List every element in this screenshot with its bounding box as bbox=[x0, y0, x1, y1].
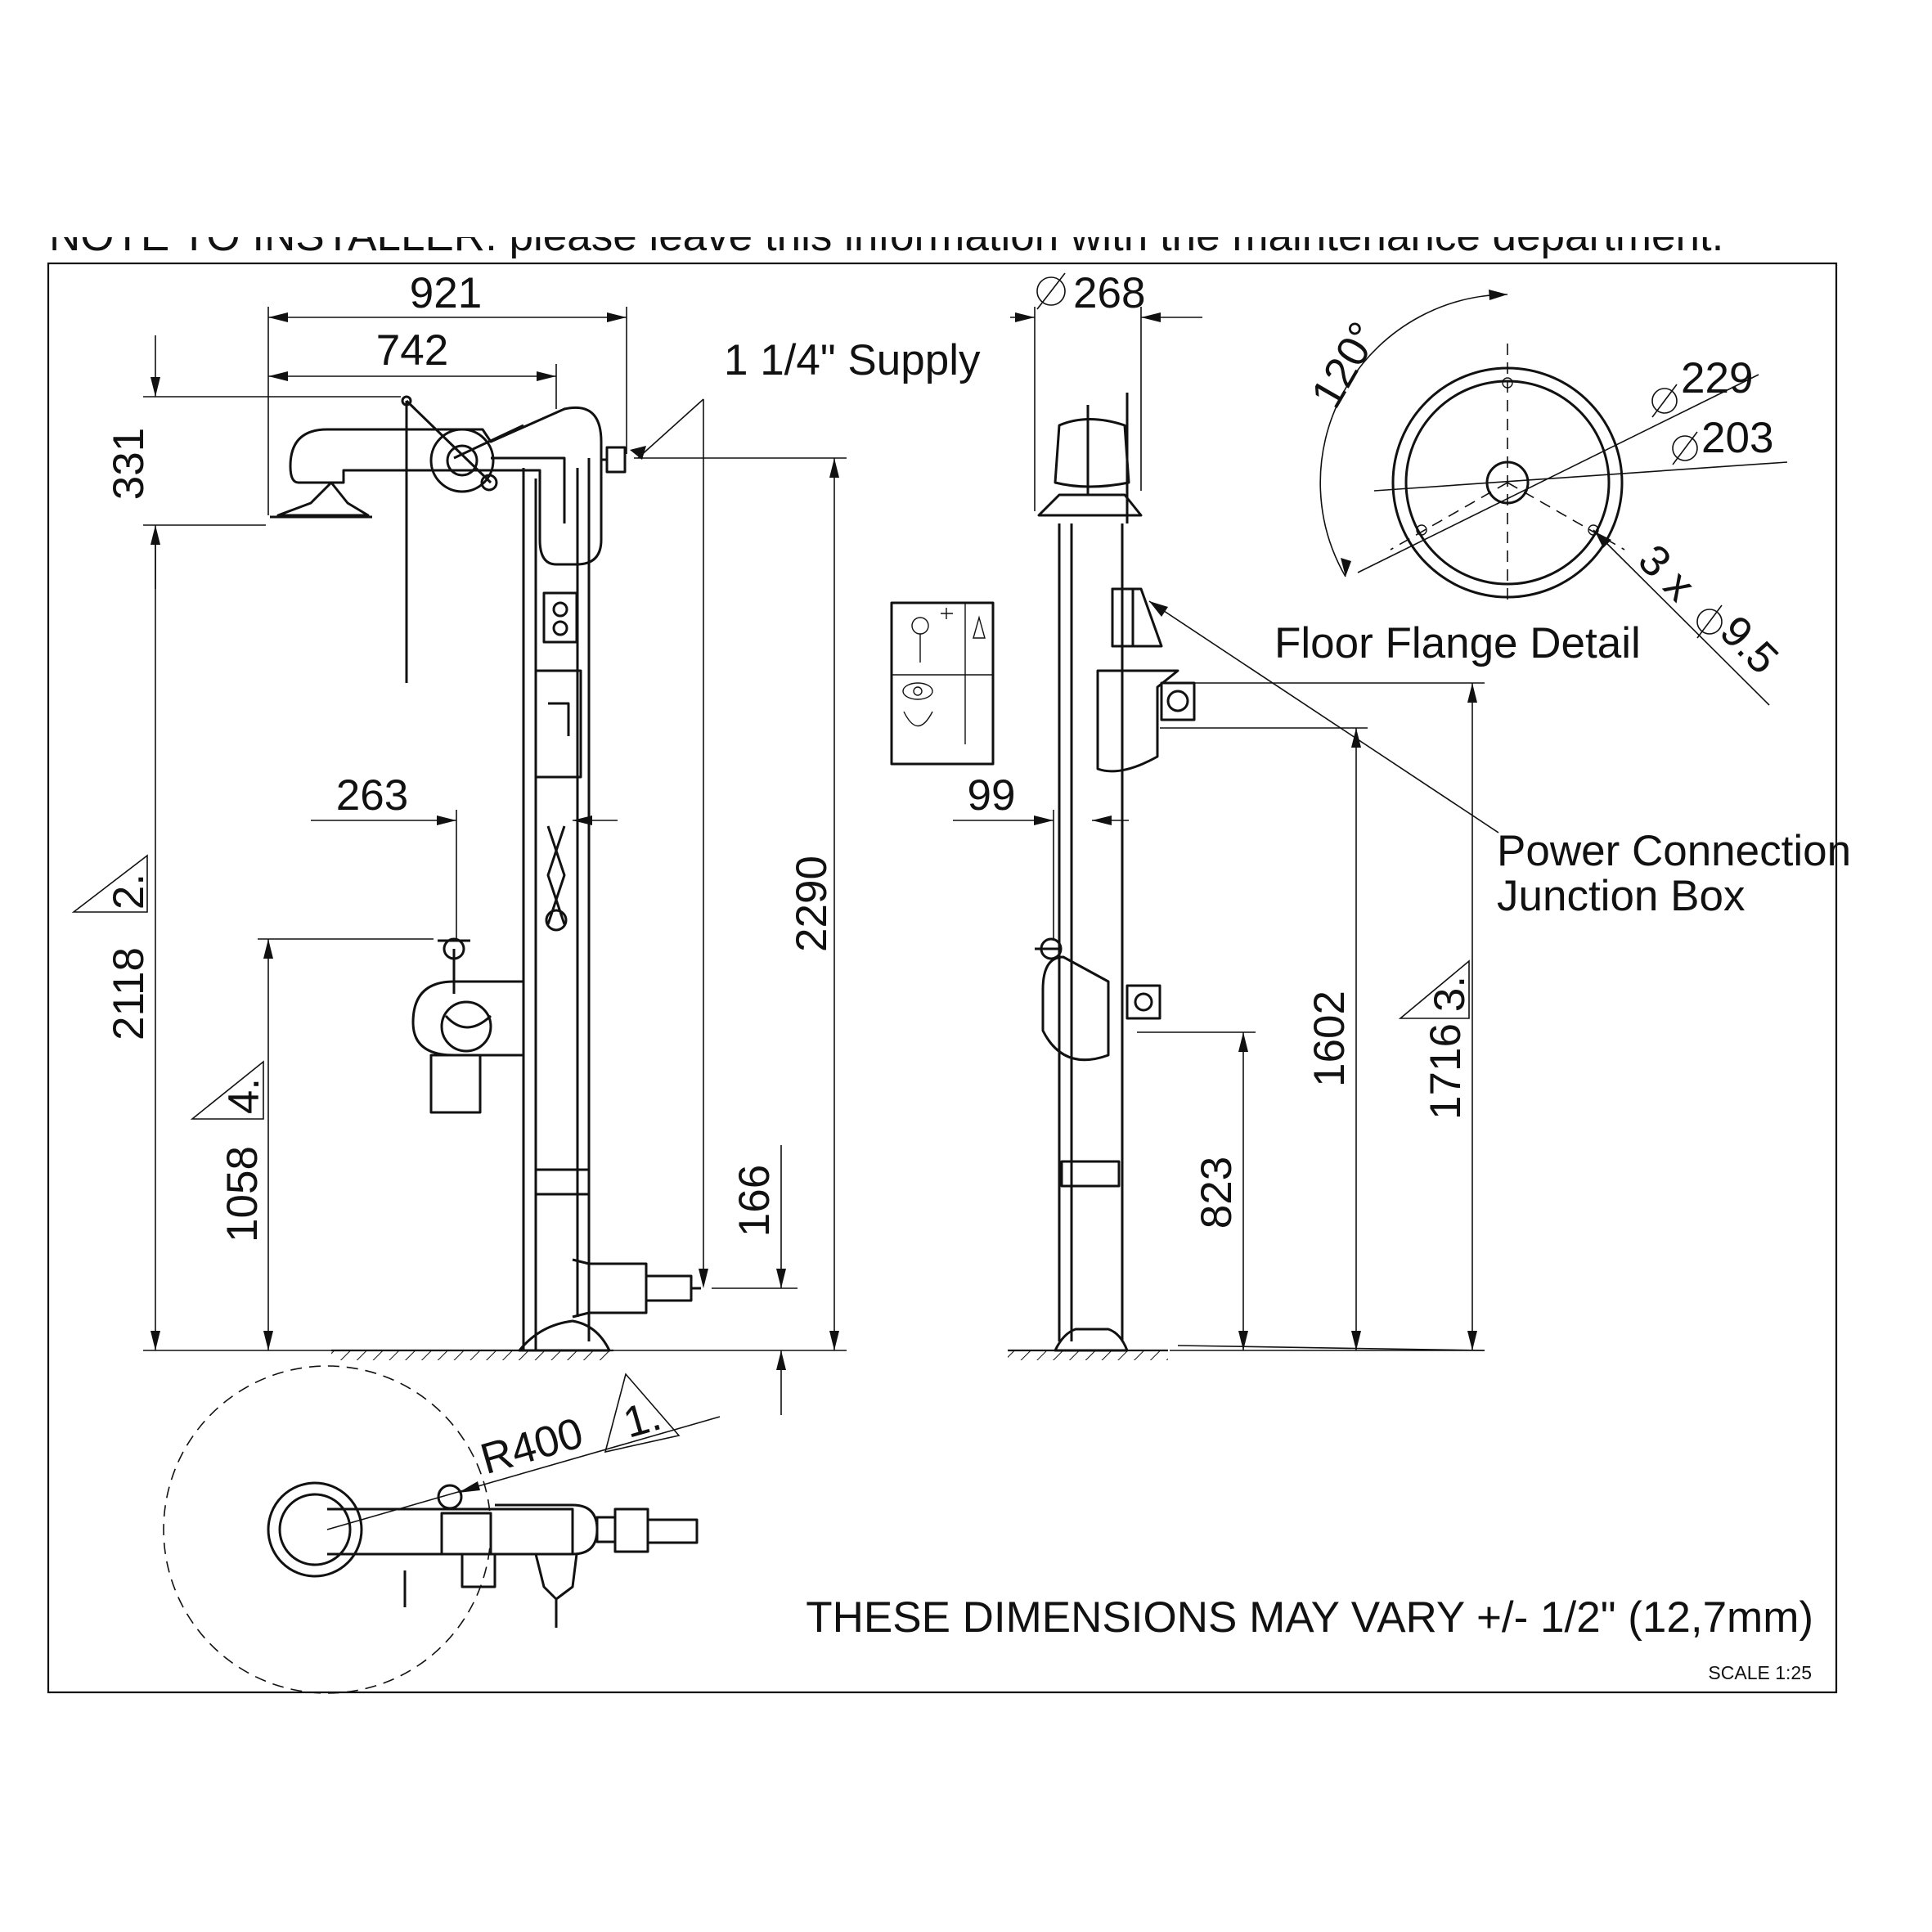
junction-box-label: Junction Box bbox=[1497, 872, 1745, 920]
floor-flange-detail: 120° 229 203 3 x 9.5 Floor Flange Detail bbox=[1274, 290, 1788, 706]
callout-4: 4. bbox=[220, 1078, 268, 1114]
dim-921: 921 bbox=[410, 269, 482, 317]
plan-view: R400 1. bbox=[163, 1365, 721, 1694]
holes-count: 3 x bbox=[1629, 536, 1705, 611]
callout-3: 3. bbox=[1426, 976, 1474, 1012]
dim-2118: 2118 bbox=[105, 947, 153, 1040]
dim-1716: 1716 bbox=[1422, 1023, 1470, 1120]
power-connection-label: Power Connection bbox=[1497, 827, 1851, 875]
front-view: 921 742 331 2118 2. 1058 4. bbox=[71, 269, 981, 1415]
dim-1602: 1602 bbox=[1305, 991, 1354, 1087]
dim-823: 823 bbox=[1193, 1157, 1241, 1229]
callout-2: 2. bbox=[105, 874, 153, 910]
dim-99: 99 bbox=[968, 771, 1016, 820]
scale-note: SCALE 1:25 bbox=[1708, 1662, 1812, 1683]
side-view: 268 99 823 1602 1716 3. Power Connection… bbox=[890, 269, 1851, 1360]
dim-268: 268 bbox=[1073, 269, 1145, 317]
dim-r400: R400 bbox=[475, 1409, 588, 1484]
dim-2290: 2290 bbox=[788, 856, 836, 952]
drawing-frame bbox=[47, 262, 1838, 1694]
dim-166: 166 bbox=[730, 1165, 779, 1237]
callout-1: 1. bbox=[618, 1391, 667, 1448]
dim-1058: 1058 bbox=[218, 1146, 267, 1242]
header-note-band: NOTE TO INSTALLER: please leave this inf… bbox=[49, 212, 1723, 260]
tolerance-note: THESE DIMENSIONS MAY VARY +/- 1/2" (12,7… bbox=[806, 1593, 1813, 1642]
dim-742: 742 bbox=[376, 326, 448, 375]
safety-sign bbox=[890, 601, 995, 766]
hole-diameter: 9.5 bbox=[1711, 607, 1788, 684]
dim-203: 203 bbox=[1701, 414, 1773, 462]
floor-flange-label: Floor Flange Detail bbox=[1274, 619, 1641, 667]
dim-229: 229 bbox=[1681, 354, 1753, 402]
angle-120: 120° bbox=[1302, 314, 1389, 416]
dim-331: 331 bbox=[105, 428, 153, 500]
dim-263: 263 bbox=[336, 771, 408, 820]
supply-label: 1 1/4" Supply bbox=[724, 336, 981, 384]
header-note: NOTE TO INSTALLER: please leave this inf… bbox=[49, 212, 1723, 260]
